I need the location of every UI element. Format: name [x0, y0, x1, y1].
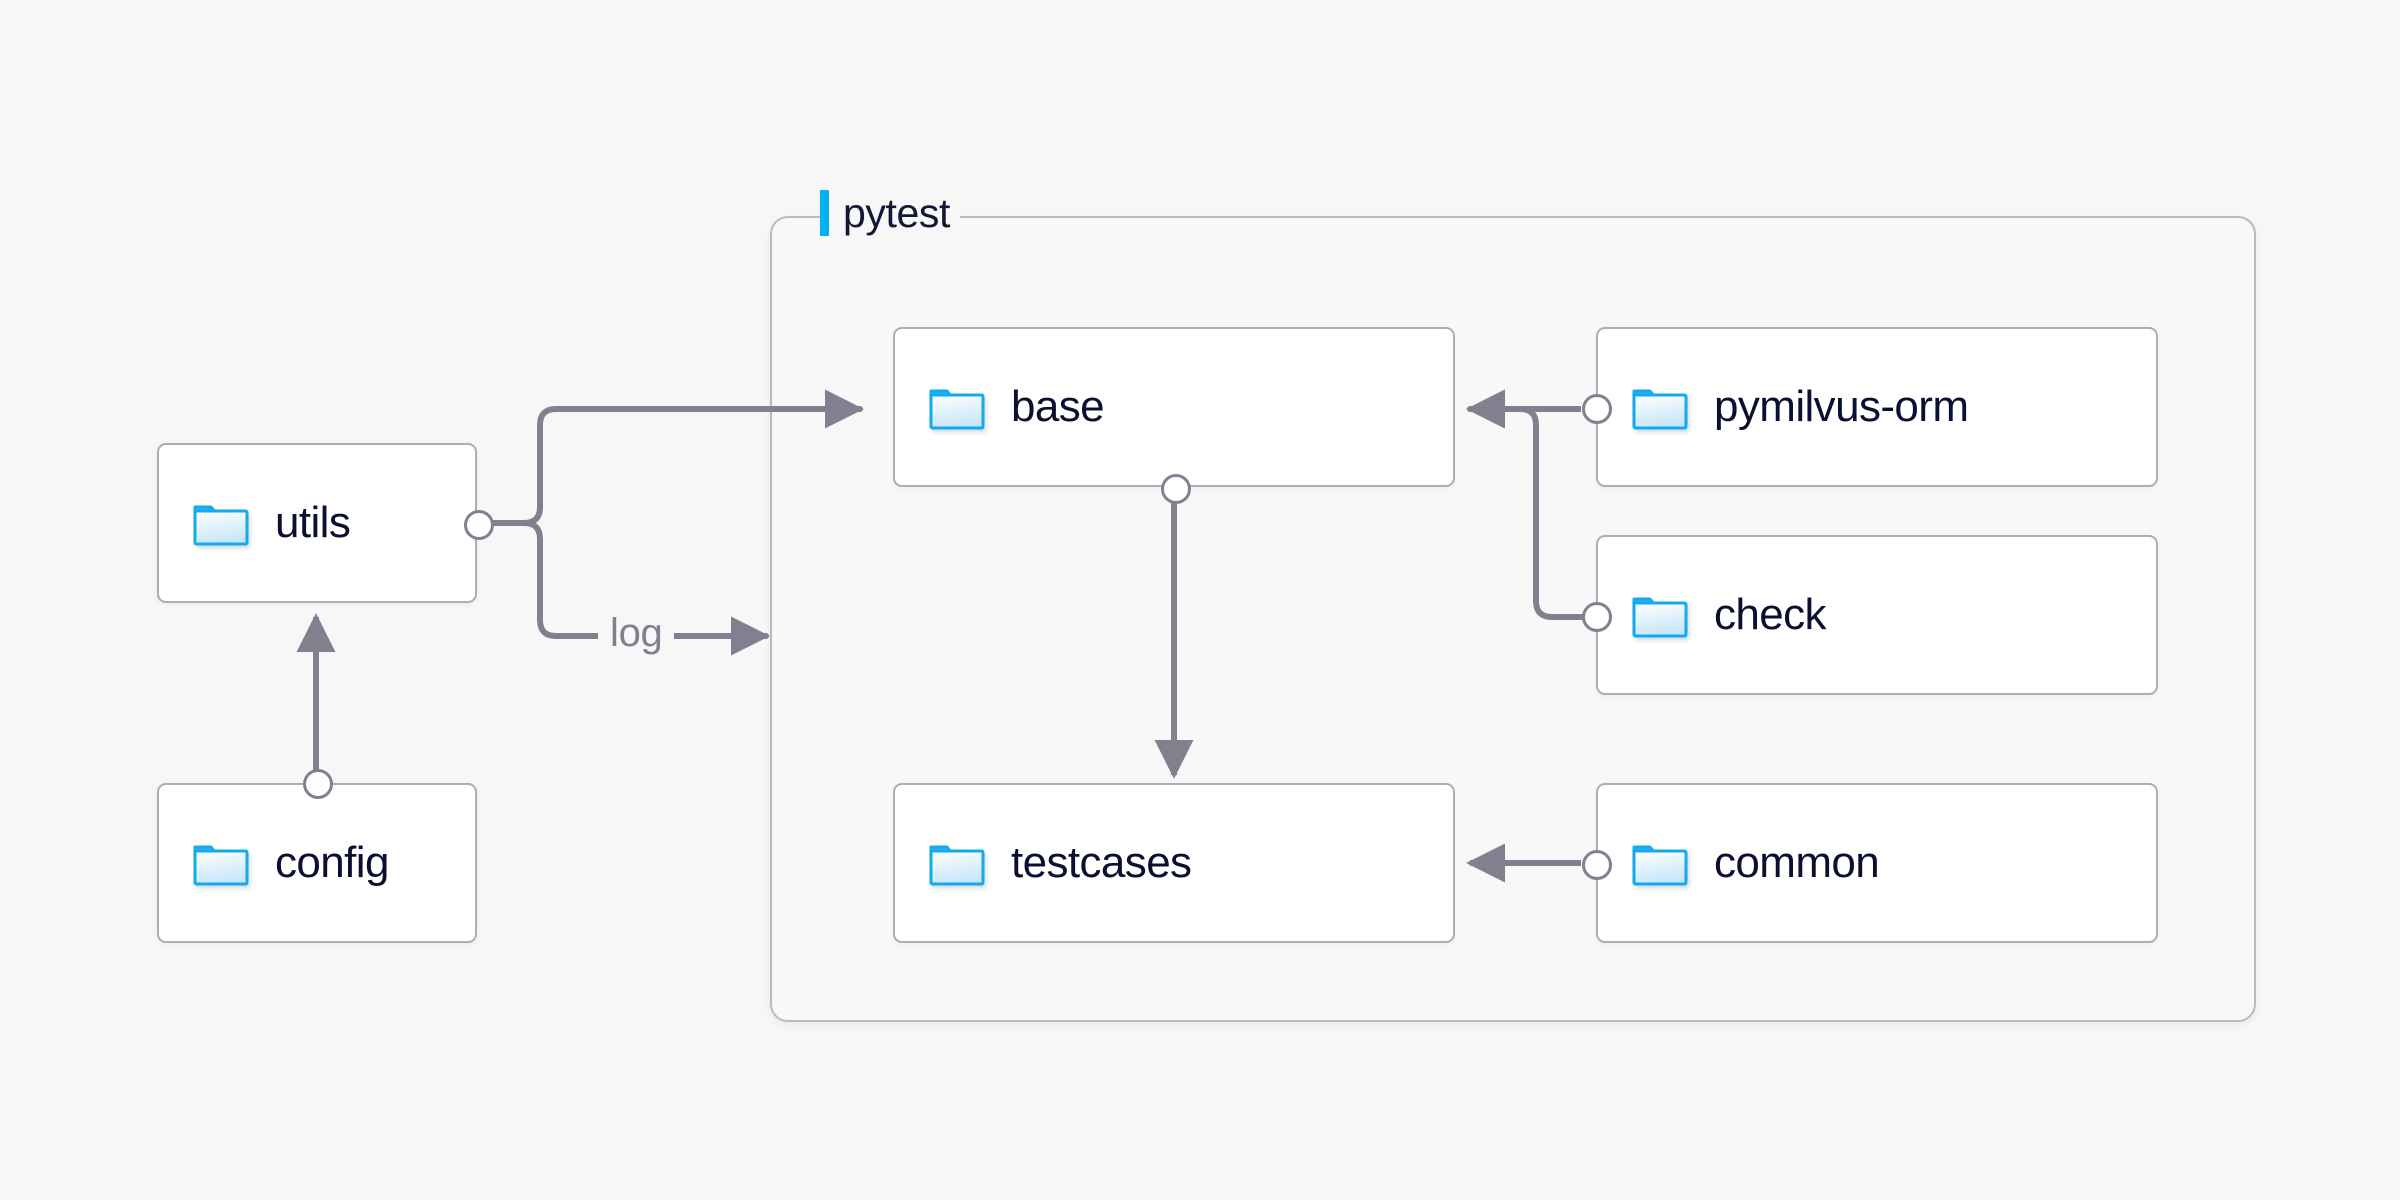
folder-icon	[1632, 845, 1688, 886]
port-pymilvus-orm-left[interactable]	[1582, 394, 1612, 424]
node-check[interactable]: check	[1582, 535, 2158, 695]
folder-icon	[929, 389, 985, 430]
node-label: utils	[275, 498, 351, 547]
group-accent-bar	[820, 190, 829, 236]
port-check-left[interactable]	[1582, 602, 1612, 632]
edge-label-log: log	[598, 613, 675, 653]
node-label: config	[275, 838, 389, 887]
port-common-left[interactable]	[1582, 850, 1612, 880]
node-label: common	[1714, 838, 1880, 887]
node-config[interactable]: config	[157, 769, 477, 943]
port-utils-right[interactable]	[464, 510, 494, 540]
group-pytest-label: pytest	[820, 190, 960, 236]
node-label: check	[1714, 590, 1827, 639]
port-config-top[interactable]	[303, 769, 333, 799]
node-pymilvus-orm[interactable]: pymilvus-orm	[1582, 327, 2158, 487]
folder-icon	[1632, 389, 1688, 430]
node-label: base	[1011, 382, 1105, 431]
node-utils[interactable]: utils	[157, 443, 494, 603]
port-base-bottom[interactable]	[1161, 474, 1191, 504]
folder-icon	[1632, 597, 1688, 638]
node-label: pymilvus-orm	[1714, 382, 1969, 431]
node-common[interactable]: common	[1582, 783, 2158, 943]
folder-icon	[193, 505, 249, 546]
node-testcases[interactable]: testcases	[893, 783, 1455, 943]
group-title: pytest	[843, 189, 950, 236]
folder-icon	[193, 845, 249, 886]
folder-icon	[929, 845, 985, 886]
node-base[interactable]: base	[893, 327, 1455, 504]
node-label: testcases	[1011, 838, 1192, 887]
